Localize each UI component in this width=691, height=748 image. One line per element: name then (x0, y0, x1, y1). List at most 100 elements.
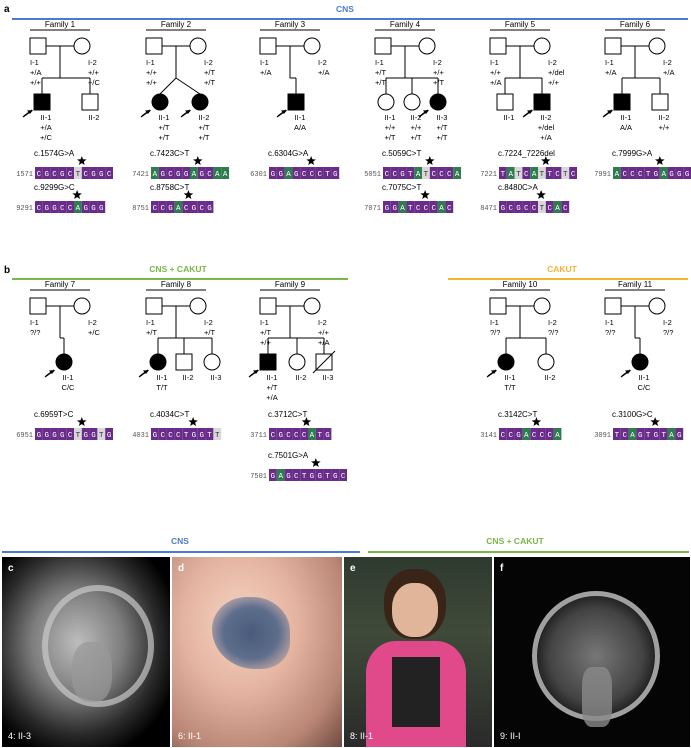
sequence-base: T (547, 171, 552, 179)
sequence-cell (300, 167, 308, 179)
sequence-base: A (555, 205, 560, 213)
sequence-base: G (654, 432, 659, 440)
parent-father (604, 297, 622, 315)
parent-genotype: ?/? (605, 328, 615, 337)
sequence-base: G (317, 473, 322, 481)
sequence-cell (429, 167, 438, 179)
sequence-base: G (153, 432, 158, 440)
sequence-cell (675, 428, 684, 440)
sequence-base: C (424, 205, 429, 213)
sequence-base: T (317, 432, 322, 440)
parent-label: I-2 (204, 58, 213, 67)
child-label: II-1 (639, 373, 650, 382)
sequence-cell (613, 428, 621, 440)
sequence-cell (66, 428, 74, 440)
family-title: Family 1 (45, 20, 76, 29)
sequence-base: C (447, 205, 452, 213)
child-genotype: +/T (158, 123, 169, 132)
sequence-position: 3141 (480, 432, 497, 440)
photo-header-cns-cakut: CNS + CAKUT (486, 536, 544, 546)
variant-star (72, 190, 82, 199)
sequence-base: C (571, 171, 576, 179)
child-genotype: T/T (504, 383, 516, 392)
sequence-cell (445, 167, 454, 179)
parent-genotype: +/+ (260, 338, 271, 347)
sequence-base: T (76, 432, 81, 440)
variant-name: c.4034C>T (150, 410, 189, 419)
sequence-base: T (661, 432, 666, 440)
arrow-shaft (523, 109, 533, 117)
sequence-cell (506, 201, 515, 213)
sequence-position: 8471 (480, 205, 497, 213)
sequence-base: G (99, 205, 104, 213)
sequence-cell (97, 201, 106, 213)
parent-mother (648, 37, 666, 55)
sequence-base: T (408, 171, 413, 179)
parent-genotype: +/T (375, 68, 386, 77)
sequence-base: C (317, 171, 322, 179)
parent-mother (533, 37, 551, 55)
parent-genotype: +/+ (146, 78, 157, 87)
sequence-cell (628, 428, 637, 440)
sequence-cell (205, 201, 214, 213)
parent-label: I-2 (663, 58, 672, 67)
parent-genotype: +/C (88, 328, 100, 337)
child-label: II-1 (385, 113, 396, 122)
sequence-cell (166, 428, 175, 440)
sequence-base: C (176, 432, 181, 440)
sequence-cell (276, 167, 285, 179)
sequence-cell (636, 167, 645, 179)
sequence-base: C (184, 205, 189, 213)
sequence-position: 6301 (250, 171, 267, 179)
parent-label: I-2 (318, 318, 327, 327)
sequence-cell (50, 167, 59, 179)
parent-label: I-1 (605, 58, 614, 67)
sequence-cell (58, 167, 67, 179)
sequence-base: G (160, 171, 165, 179)
family-title: Family 2 (161, 20, 192, 29)
parent-genotype: +/A (318, 68, 329, 77)
sequence-cell (105, 167, 113, 179)
arrow-shaft (23, 109, 33, 117)
child-symbol (377, 93, 395, 111)
child-symbol (537, 353, 555, 371)
sequence-base: C (622, 432, 627, 440)
sequence-cell (174, 428, 183, 440)
photo-label: 4: II-3 (8, 731, 32, 741)
parent-mother (73, 297, 91, 315)
sequence-cell (538, 167, 546, 179)
sequence-position: 5051 (364, 171, 381, 179)
parent-genotype: +/T (204, 68, 215, 77)
sequence-base: G (501, 205, 506, 213)
mri-photo-f: f 9: II-I (494, 557, 690, 747)
variant-star (183, 190, 194, 199)
child-genotype: +/+ (659, 123, 670, 132)
sequence-base: G (677, 171, 682, 179)
sequence-base: G (60, 171, 65, 179)
sequence-base: C (622, 171, 627, 179)
parent-father (374, 37, 392, 55)
variant-star (301, 417, 312, 426)
sequence-base: C (555, 171, 560, 179)
sequence-cell (331, 167, 340, 179)
sequence-cell (50, 201, 59, 213)
sequence-cell (35, 428, 43, 440)
sequence-base: A (215, 171, 220, 179)
sequence-cell (182, 201, 190, 213)
sequence-cell (530, 201, 538, 213)
parent-genotype: +/+ (318, 328, 329, 337)
sequence-position: 8751 (132, 205, 149, 213)
parent-father (29, 297, 47, 315)
sequence-base: G (207, 205, 212, 213)
sequence-base: C (153, 205, 158, 213)
sequence-cell (569, 167, 577, 179)
sequence-base: A (286, 171, 291, 179)
variant-name: c.3142C>T (498, 410, 537, 419)
child-symbol (429, 93, 447, 111)
sequence-base: G (286, 473, 291, 481)
sequence-base: C (341, 473, 346, 481)
child-genotype: C/C (62, 383, 76, 392)
sequence-base: G (385, 205, 390, 213)
sequence-base: C (168, 432, 173, 440)
sequence-cell (506, 428, 515, 440)
